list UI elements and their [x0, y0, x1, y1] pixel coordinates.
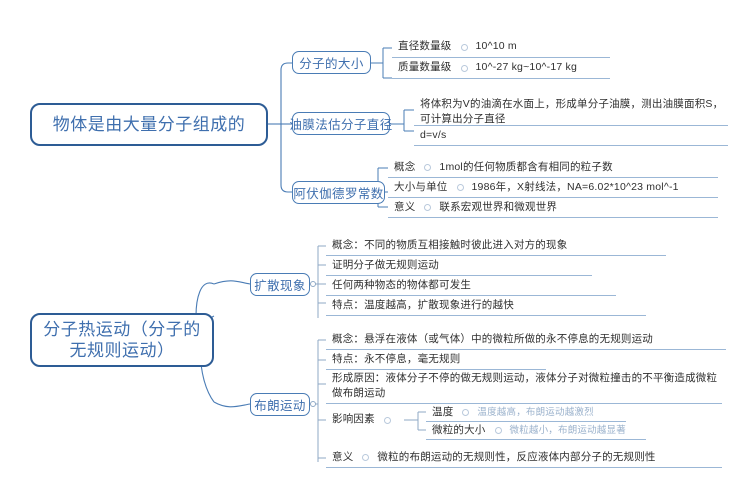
leaf-brownian-feature[interactable]: 特点：永不停息，毫无规则 — [326, 350, 546, 370]
leaf-oil-film-method[interactable]: 将体积为V的油滴在水面上，形成单分子油膜，测出油膜面积S，可计算出分子直径 — [414, 96, 728, 126]
connector-dot-brownian — [310, 401, 316, 407]
branch-node-oil-film[interactable]: 油膜法估分子直径 — [289, 112, 392, 135]
leaf-value: 温度越高，布朗运动越激烈 — [477, 406, 594, 418]
leaf-mass-order[interactable]: 质量数量级 10^-27 kg~10^-17 kg — [392, 58, 610, 79]
leaf-diameter-order[interactable]: 直径数量级 10^10 m — [392, 37, 610, 58]
leaf-label: 微粒的大小 — [432, 423, 486, 436]
bullet-circle-icon — [494, 427, 502, 434]
bullet-circle-icon — [462, 409, 470, 416]
leaf-value: 微粒越小，布朗运动越显著 — [509, 424, 626, 436]
leaf-value: d=v/s — [420, 128, 447, 141]
leaf-diffusion-states[interactable]: 任何两种物态的物体都可发生 — [326, 276, 616, 296]
leaf-diffusion-feature[interactable]: 特点：温度越高，扩散现象进行的越快 — [326, 296, 646, 316]
bullet-circle-icon — [424, 204, 432, 211]
leaf-avogadro-concept[interactable]: 概念 1mol的任何物质都含有相同的粒子数 — [388, 158, 718, 178]
leaf-avogadro-significance[interactable]: 意义 联系宏观世界和微观世界 — [388, 198, 718, 218]
bullet-circle-icon — [460, 43, 468, 51]
root-node-topic-1[interactable]: 物体是由大量分子组成的 — [30, 103, 268, 146]
leaf-value: 任何两种物态的物体都可发生 — [332, 278, 472, 291]
branch-node-diffusion[interactable]: 扩散现象 — [250, 273, 310, 296]
branch-node-molecule-size[interactable]: 分子的大小 — [292, 51, 371, 74]
branch-node-brownian[interactable]: 布朗运动 — [250, 393, 310, 416]
leaf-value: 1986年，X射线法，NA=6.02*10^23 mol^-1 — [471, 180, 679, 193]
leaf-diffusion-concept[interactable]: 概念：不同的物质互相接触时彼此进入对方的现象 — [326, 236, 666, 256]
leaf-label: 影响因素 — [332, 413, 375, 426]
branch-node-avogadro[interactable]: 阿伏伽德罗常数 — [292, 181, 385, 204]
leaf-brownian-concept[interactable]: 概念：悬浮在液体（或气体）中的微粒所做的永不停息的无规则运动 — [326, 330, 726, 350]
bullet-circle-icon — [383, 416, 391, 424]
leaf-value: 形成原因：液体分子不停的做无规则运动，液体分子对微粒撞击的不平衡造成微粒做布朗运… — [332, 372, 718, 400]
leaf-brownian-factors[interactable]: 影响因素 — [326, 410, 404, 430]
leaf-avogadro-value-unit[interactable]: 大小与单位 1986年，X射线法，NA=6.02*10^23 mol^-1 — [388, 178, 718, 198]
leaf-brownian-significance[interactable]: 意义 微粒的布朗运动的无规则性，反应液体内部分子的无规则性 — [326, 448, 722, 468]
bullet-circle-icon — [460, 64, 468, 72]
leaf-diffusion-proof[interactable]: 证明分子做无规则运动 — [326, 256, 592, 276]
leaf-value: 将体积为V的油滴在水面上，形成单分子油膜，测出油膜面积S，可计算出分子直径 — [420, 98, 724, 126]
connector-dot-diffusion — [310, 281, 316, 287]
leaf-brownian-factor-temperature[interactable]: 温度 温度越高，布朗运动越激烈 — [426, 404, 626, 422]
leaf-value: 微粒的布朗运动的无规则性，反应液体内部分子的无规则性 — [377, 450, 656, 463]
leaf-label: 概念 — [394, 160, 416, 173]
leaf-value: 联系宏观世界和微观世界 — [439, 200, 558, 213]
leaf-value: 证明分子做无规则运动 — [332, 258, 439, 271]
leaf-value: 特点：永不停息，毫无规则 — [332, 352, 461, 365]
leaf-brownian-factor-particle-size[interactable]: 微粒的大小 微粒越小，布朗运动越显著 — [426, 422, 646, 440]
bullet-circle-icon — [456, 184, 464, 191]
leaf-value: 特点：温度越高，扩散现象进行的越快 — [332, 298, 514, 311]
leaf-value: 10^-27 kg~10^-17 kg — [475, 61, 578, 74]
leaf-oil-film-formula[interactable]: d=v/s — [414, 126, 728, 146]
root-title-line-2: 无规则运动） — [69, 341, 175, 360]
leaf-label: 直径数量级 — [398, 40, 452, 53]
leaf-label: 温度 — [432, 405, 454, 418]
leaf-label: 意义 — [394, 200, 416, 213]
root-title-line-1: 分子热运动（分子的 — [43, 319, 201, 339]
bullet-circle-icon — [424, 164, 432, 171]
leaf-label: 大小与单位 — [394, 180, 448, 193]
root-node-topic-2[interactable]: 分子热运动（分子的 无规则运动） — [30, 313, 214, 367]
leaf-label: 意义 — [332, 450, 354, 463]
leaf-value: 1mol的任何物质都含有相同的粒子数 — [439, 160, 613, 173]
leaf-value: 10^10 m — [475, 40, 517, 53]
leaf-value: 概念：不同的物质互相接触时彼此进入对方的现象 — [332, 238, 568, 251]
bullet-circle-icon — [362, 454, 370, 461]
leaf-value: 概念：悬浮在液体（或气体）中的微粒所做的永不停息的无规则运动 — [332, 332, 653, 345]
leaf-label: 质量数量级 — [398, 61, 452, 74]
leaf-brownian-cause[interactable]: 形成原因：液体分子不停的做无规则运动，液体分子对微粒撞击的不平衡造成微粒做布朗运… — [326, 370, 722, 404]
